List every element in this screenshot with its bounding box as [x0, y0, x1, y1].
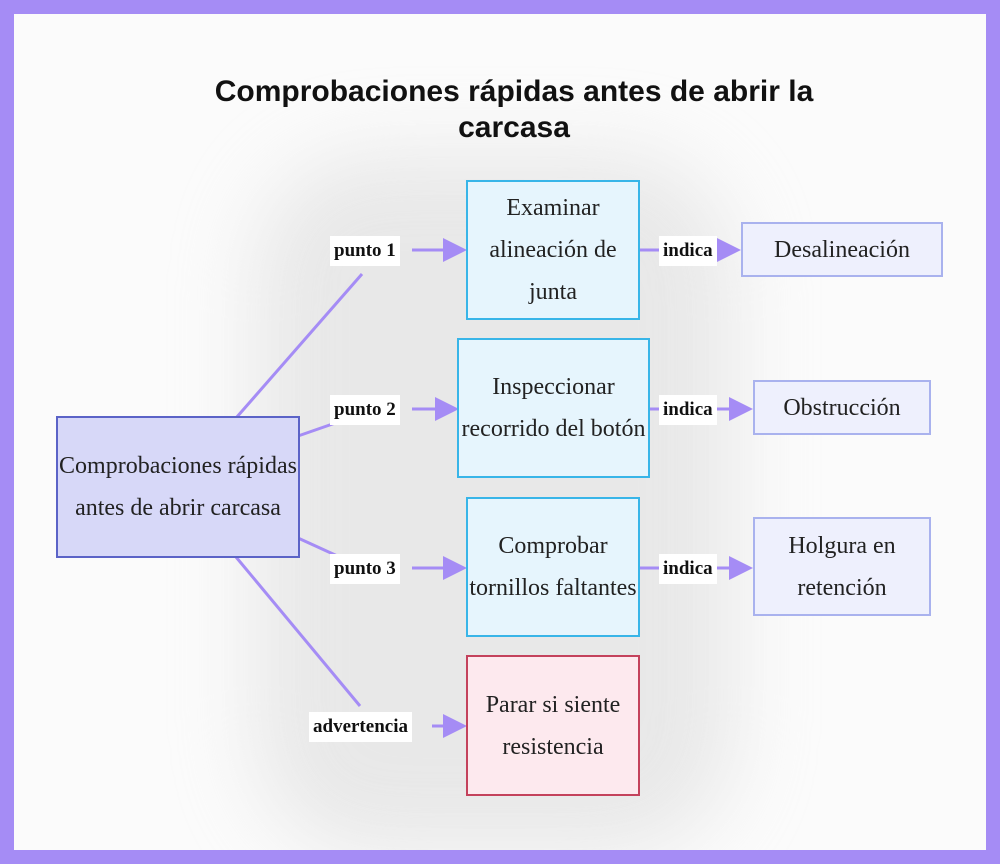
- connector-root-advertencia: [234, 556, 362, 707]
- root-node: Comprobaciones rápidas antes de abrir ca…: [56, 416, 300, 558]
- edge-label-punto-3: punto 3: [330, 554, 400, 584]
- edge-label-punto-1: punto 1: [330, 236, 400, 266]
- warning-node: Parar si siente resistencia: [466, 655, 640, 796]
- step-node-3-text: Comprobar tornillos faltantes: [469, 533, 637, 601]
- edge-label-punto-2: punto 2: [330, 395, 400, 425]
- result-node-3-text: Holgura en retención: [788, 532, 896, 601]
- edge-label-indica-2: indica: [659, 395, 717, 425]
- result-node-3: Holgura en retención: [753, 517, 931, 616]
- edge-label-advertencia: advertencia: [309, 712, 412, 742]
- diagram-title: Comprobaciones rápidas antes de abrir la…: [214, 75, 814, 144]
- step-node-3: Comprobar tornillos faltantes: [466, 497, 640, 637]
- diagram-frame: Comprobaciones rápidas antes de abrir la…: [14, 14, 986, 850]
- result-node-1-text: Desalineación: [774, 236, 910, 263]
- step-node-2: Inspeccionar recorrido del botón: [457, 338, 650, 478]
- connector-root-punto-1: [234, 273, 364, 419]
- edge-label-indica-3: indica: [659, 554, 717, 584]
- step-node-2-text: Inspeccionar recorrido del botón: [461, 374, 646, 442]
- edge-label-indica-1: indica: [659, 236, 717, 266]
- step-node-1-text: Examinar alineación de junta: [489, 195, 617, 305]
- result-node-2: Obstrucción: [753, 380, 931, 435]
- result-node-1: Desalineación: [741, 222, 943, 277]
- step-node-1: Examinar alineación de junta: [466, 180, 640, 320]
- root-node-text: Comprobaciones rápidas antes de abrir ca…: [59, 453, 297, 521]
- warning-node-text: Parar si siente resistencia: [485, 691, 621, 760]
- result-node-2-text: Obstrucción: [783, 394, 901, 421]
